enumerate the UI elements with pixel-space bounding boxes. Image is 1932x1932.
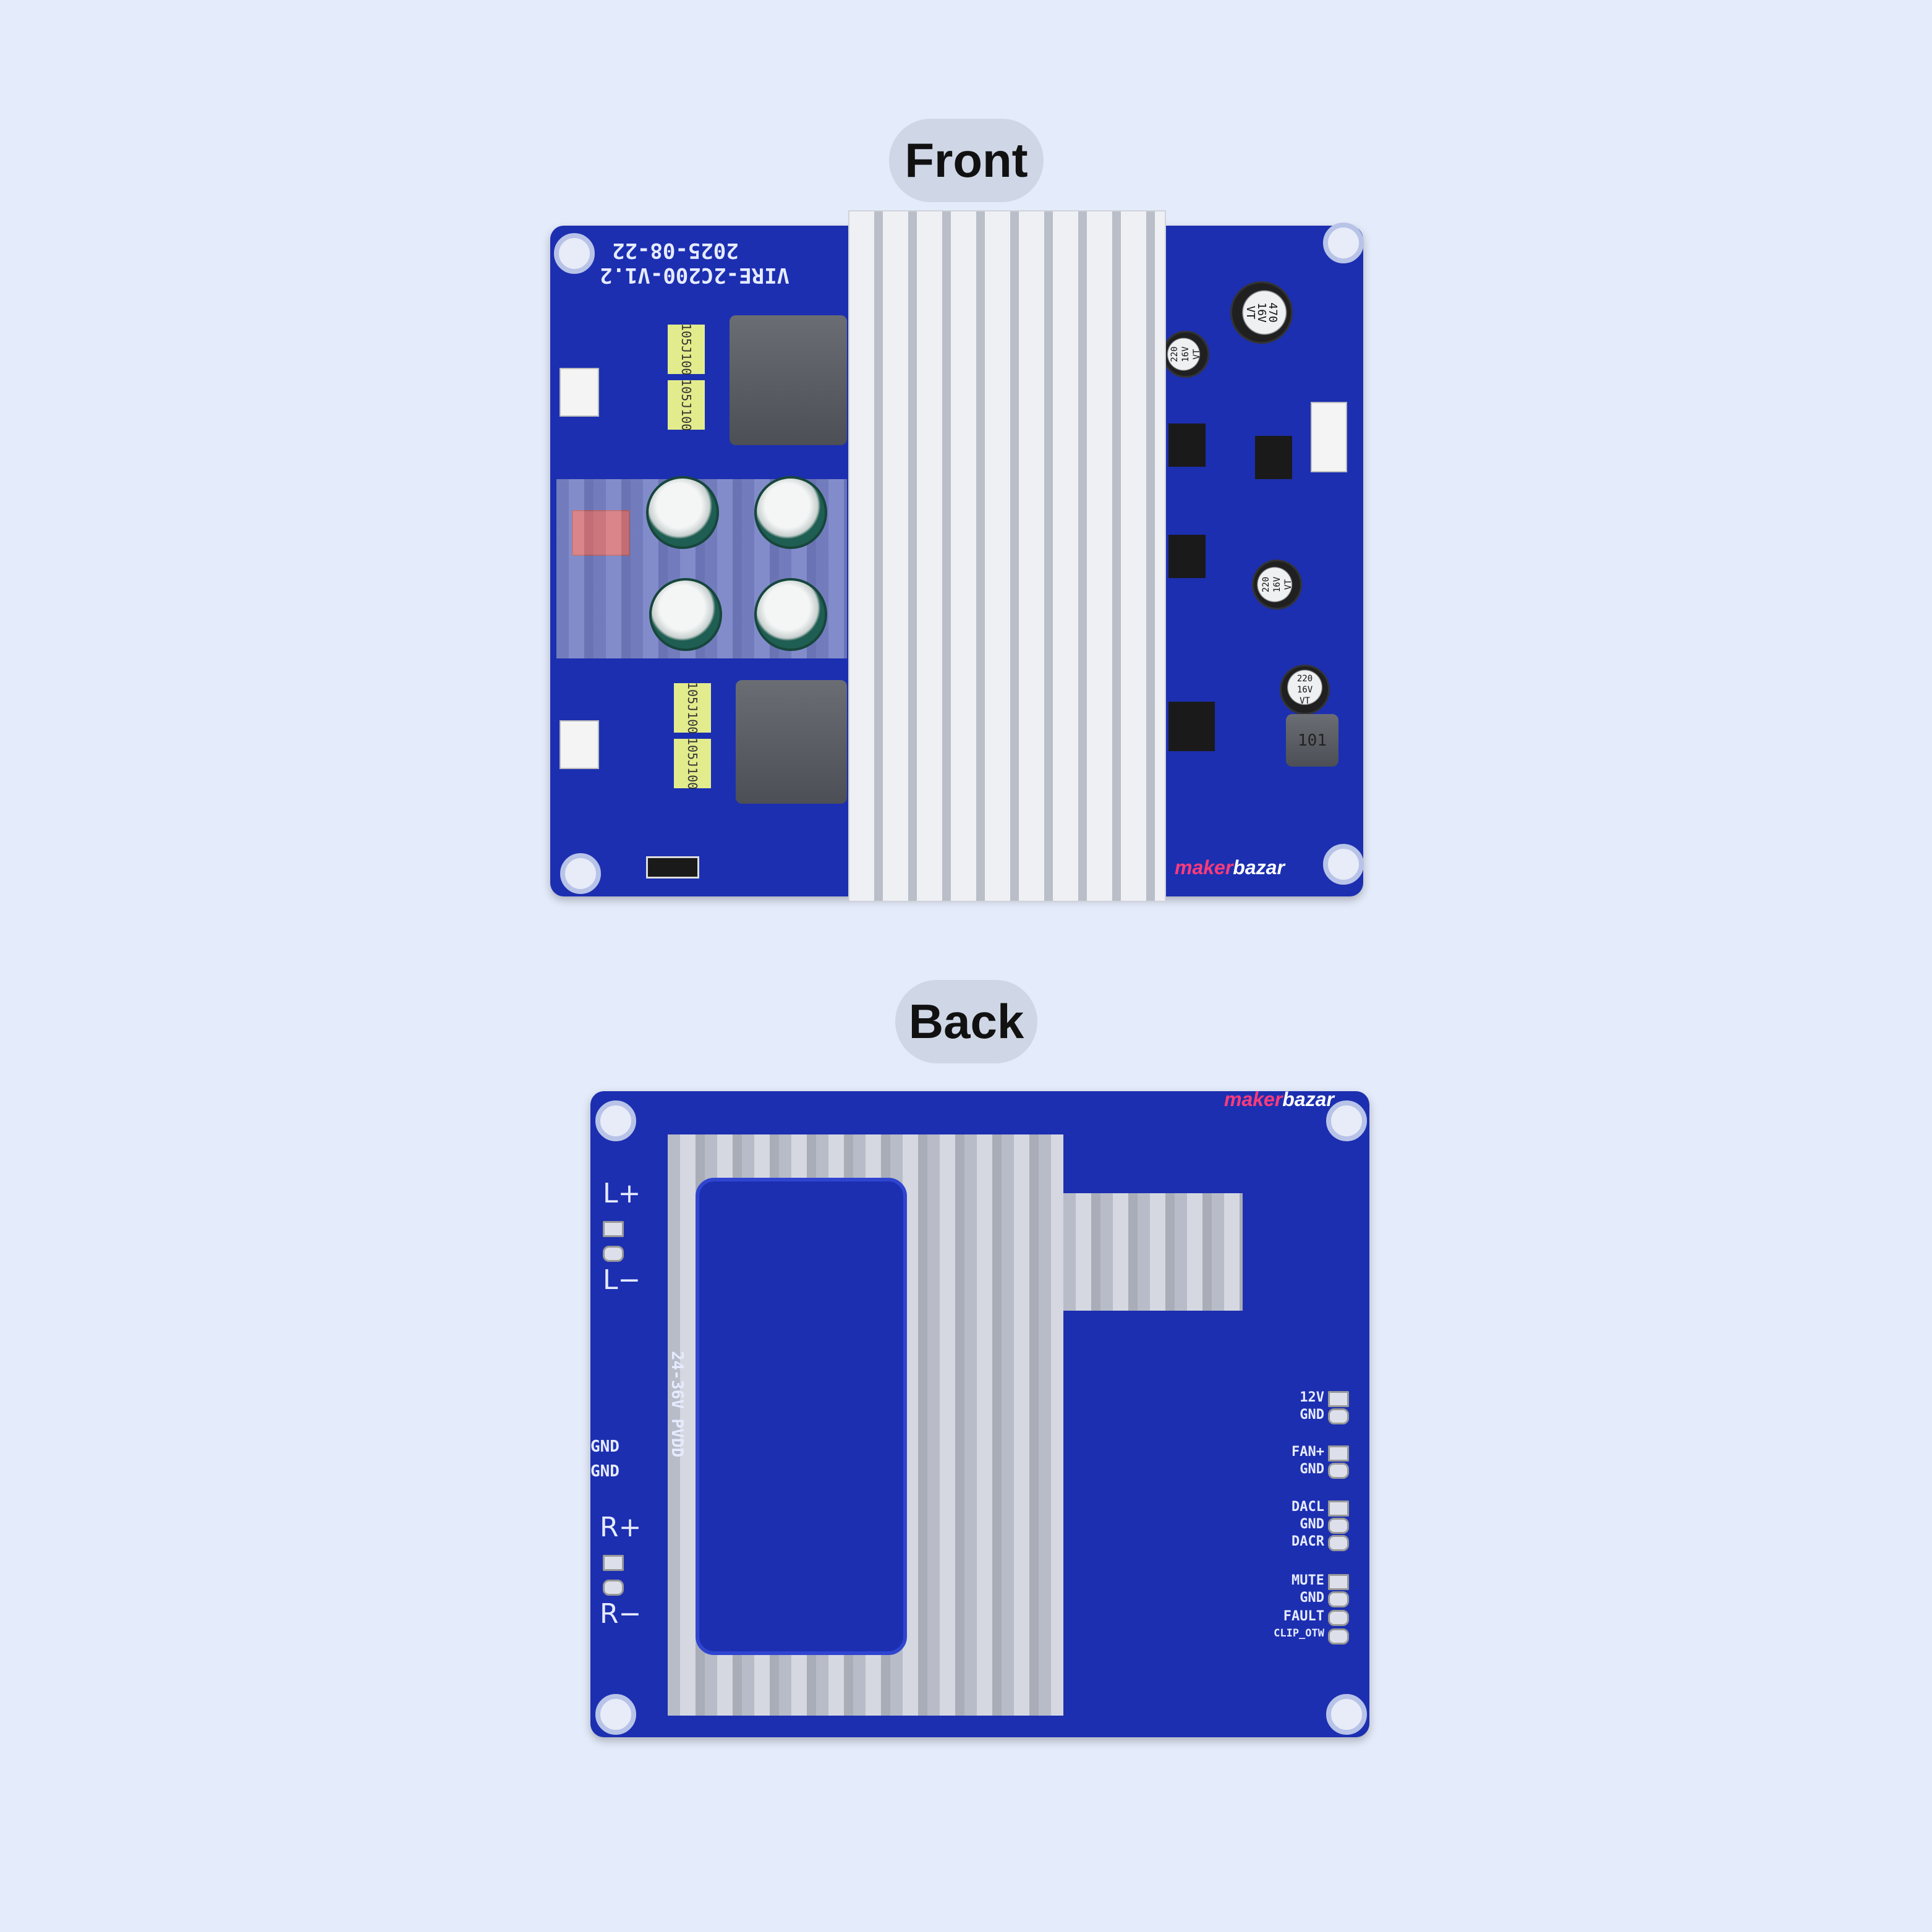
- solder-pad: [1328, 1628, 1349, 1645]
- mount-hole: [1326, 1694, 1367, 1735]
- ic-chip: [1168, 535, 1206, 578]
- label-fan-plus: FAN+: [1292, 1444, 1324, 1460]
- heatsink-fin: [874, 211, 883, 901]
- label-gnd: GND: [1300, 1517, 1324, 1532]
- mount-hole: [560, 853, 601, 894]
- solder-pad: [1328, 1500, 1349, 1517]
- mount-hole: [1326, 1100, 1367, 1141]
- solder-pad: [603, 1221, 624, 1237]
- label-gnd: GND: [1300, 1407, 1324, 1423]
- fuse: [646, 856, 699, 879]
- film-capacitor: 105J100: [668, 323, 705, 375]
- solder-pad: [1328, 1591, 1349, 1607]
- output-trace-area: [696, 1178, 907, 1655]
- heatsink-fin: [976, 211, 985, 901]
- label-r-plus: R+: [600, 1512, 642, 1543]
- label-l-plus: L+: [603, 1178, 641, 1209]
- front-label-text: Front: [904, 133, 1028, 187]
- capacitor-470uf: 470 16V VT: [1230, 281, 1293, 344]
- heatsink-fin: [1146, 211, 1155, 901]
- mount-hole: [1323, 844, 1364, 885]
- mount-hole: [595, 1694, 636, 1735]
- label-gnd: GND: [590, 1437, 619, 1456]
- solder-pad: [603, 1246, 624, 1262]
- signal-connector[interactable]: [1311, 402, 1347, 472]
- power-inductor: 101: [1286, 714, 1338, 767]
- solder-pad: [603, 1555, 624, 1571]
- signal-header-labels: 12V GND FAN+ GND DACL GND DACR MUTE GND …: [1253, 1390, 1352, 1761]
- back-label: Back: [895, 980, 1037, 1063]
- label-mute: MUTE: [1292, 1573, 1324, 1588]
- solder-pad: [1328, 1408, 1349, 1424]
- film-capacitor: 105J100: [674, 682, 711, 734]
- ic-chip: [1255, 436, 1292, 479]
- film-capacitor: 105J100: [668, 379, 705, 431]
- electrolytic-capacitor: [754, 476, 827, 549]
- speaker-connector-right[interactable]: [560, 720, 599, 769]
- label-12v: 12V: [1300, 1390, 1324, 1405]
- solder-pad: [1328, 1535, 1349, 1551]
- brand-logo: makerbazar: [1175, 856, 1285, 879]
- heatsink: [848, 210, 1166, 902]
- heatsink-fin: [1010, 211, 1019, 901]
- capacitor-220uf: 220 16V VT: [1162, 331, 1209, 378]
- mount-hole: [595, 1100, 636, 1141]
- label-gnd: GND: [1300, 1590, 1324, 1606]
- ic-chip: [1168, 423, 1206, 467]
- label-dacr: DACR: [1292, 1534, 1324, 1549]
- heatsink-fin: [908, 211, 917, 901]
- board-date: 2025-08-22: [612, 238, 739, 263]
- output-inductor: [736, 680, 847, 804]
- solder-pad: [1328, 1445, 1349, 1462]
- electrolytic-capacitor: [646, 476, 719, 549]
- speaker-connector-left[interactable]: [560, 368, 599, 417]
- mount-hole: [554, 233, 595, 274]
- heatsink-fin: [1112, 211, 1121, 901]
- label-r-minus: R−: [600, 1598, 642, 1630]
- film-capacitor: 105J100: [674, 738, 711, 789]
- solder-pad: [1328, 1463, 1349, 1479]
- label-gnd: GND: [1300, 1462, 1324, 1477]
- mount-hole: [1323, 223, 1364, 263]
- board-model: VIRE-2C200-V1.2: [600, 263, 790, 287]
- label-fault: FAULT: [1283, 1609, 1324, 1624]
- solder-pad: [1328, 1391, 1349, 1407]
- heatsink-fin: [942, 211, 951, 901]
- back-label-text: Back: [908, 994, 1024, 1049]
- solder-pad: [1328, 1610, 1349, 1626]
- back-pcb: makerbazar L+ L− 24-36V PVDD GND GND R+ …: [590, 1088, 1369, 1737]
- label-dacl: DACL: [1292, 1499, 1324, 1515]
- label-clip-otw: CLIP_OTW: [1274, 1627, 1324, 1640]
- brand-logo: makerbazar: [1224, 1088, 1334, 1110]
- heatsink-fin: [1078, 211, 1087, 901]
- shield-plane: [1063, 1193, 1243, 1311]
- inductor-label: 101: [1298, 731, 1327, 750]
- label-pvdd: 24-36V PVDD: [668, 1351, 686, 1458]
- label-l-minus: L−: [603, 1264, 641, 1296]
- output-inductor: [730, 315, 847, 445]
- regulator: [1168, 702, 1215, 751]
- heatsink-fin: [1044, 211, 1053, 901]
- electrolytic-capacitor: [754, 578, 827, 651]
- label-gnd: GND: [590, 1462, 619, 1481]
- front-label: Front: [889, 119, 1044, 202]
- capacitor-220uf: 220 16V VT: [1252, 560, 1302, 610]
- capacitor-220uf: 220 16V VT: [1280, 665, 1330, 715]
- solder-pad: [1328, 1574, 1349, 1590]
- solder-pad: [603, 1580, 624, 1596]
- solder-pad: [1328, 1518, 1349, 1534]
- electrolytic-capacitor: [649, 578, 722, 651]
